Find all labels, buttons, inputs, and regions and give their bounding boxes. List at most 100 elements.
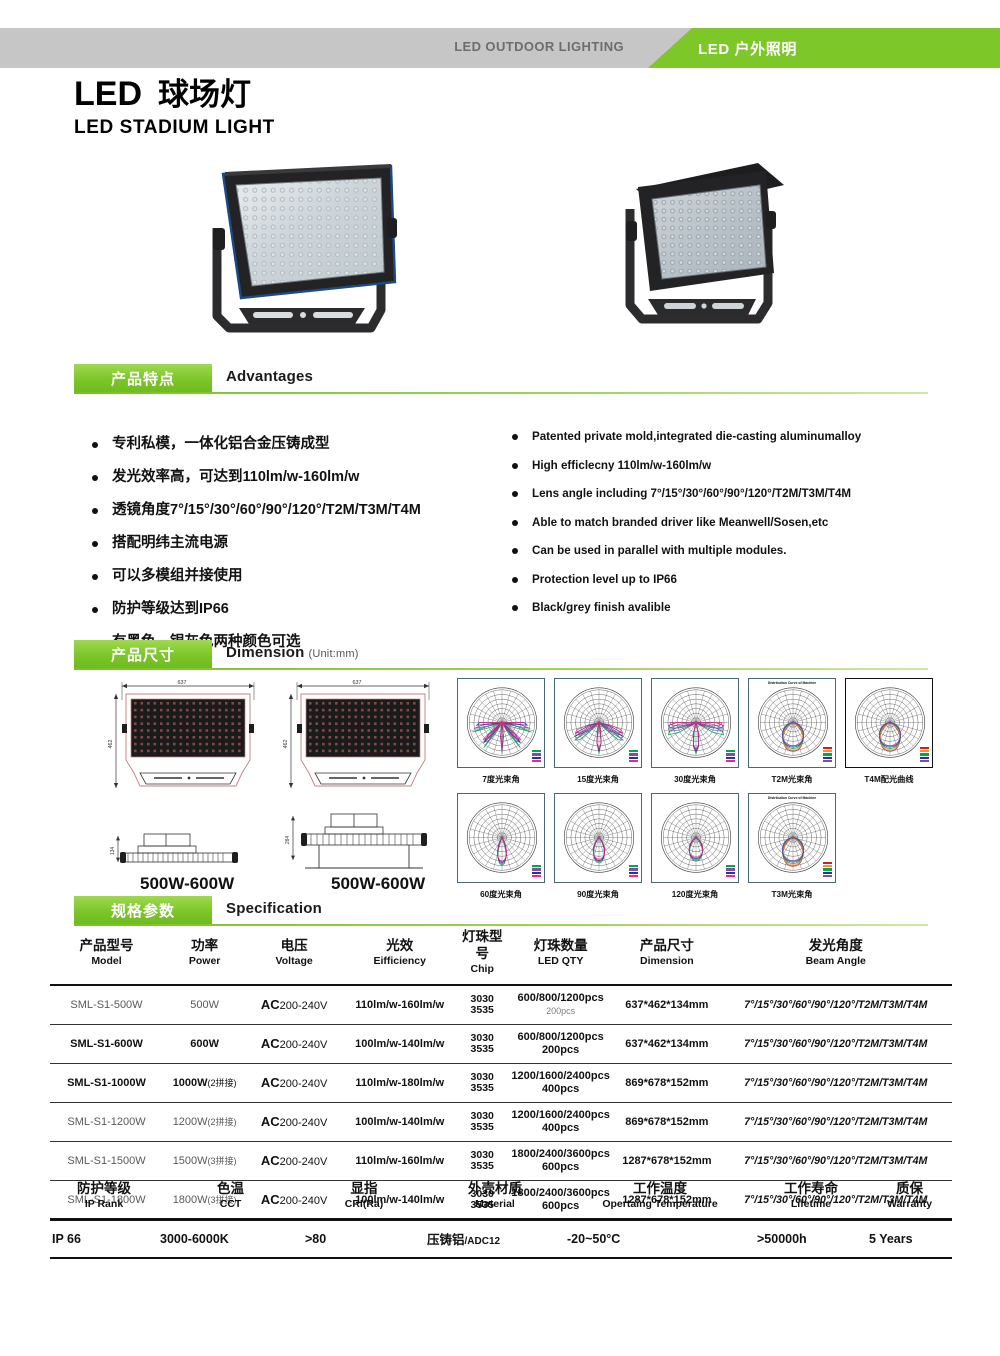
drawing-group-2: 637 462 284 [279, 678, 439, 893]
spec2-header-en: Material [475, 1198, 515, 1210]
cell-material: 压铸铝/ADC12 [427, 1233, 501, 1247]
beam-curve-label: 90度光束角 [577, 890, 619, 899]
spec-header-en: Voltage [275, 954, 313, 967]
spec-header-en: Dimension [640, 954, 694, 967]
advantages-list-chinese: 专利私模，一体化铝合金压铸成型发光效率高，可达到110lm/w-160lm/w 透… [92, 434, 421, 665]
beam-curve-card: 15度光束角 [554, 678, 642, 784]
cell-beam-angle: 7°/15°/30°/60°/90°/120°/T2M/T3M/T4M [744, 1076, 928, 1089]
spec2-header-en: IP Rank [84, 1198, 124, 1210]
cell-dimension: 1287*678*152mm [622, 1154, 712, 1167]
beam-curve-legend [920, 747, 929, 763]
advantage-text: Patented private mold,integrated die-cas… [532, 430, 862, 443]
cell-model: SML-S1-1500W [67, 1154, 146, 1167]
spec2-header-cn: 防护等级 [77, 1181, 131, 1196]
product-photo-angle [625, 163, 784, 324]
advantage-text: 防护等级达到IP66 [112, 601, 229, 617]
beam-curve-card: 90度光束角 [554, 793, 642, 899]
polar-curve-chart [757, 802, 829, 873]
beam-curve-label: 15度光束角 [577, 775, 619, 784]
beam-curve-label: T4M配光曲线 [864, 775, 914, 784]
spec-header-en: Eifficiency [373, 954, 426, 967]
cell-beam-angle: 7°/15°/30°/60°/90°/120°/T2M/T3M/T4M [744, 998, 928, 1011]
drawing-caption-1: 500W-600W [140, 874, 235, 893]
advantage-item: Protection level up to IP66 [512, 571, 861, 588]
advantages-list-english: Patented private mold,integrated die-cas… [512, 428, 861, 628]
spec-header-en: Model [91, 954, 122, 967]
spec2-header-cn: 工作温度 [633, 1181, 687, 1196]
dimension-label-text: Dimension [226, 644, 305, 661]
beam-curve-legend [823, 747, 832, 763]
advantage-item: Able to match branded driver like Meanwe… [512, 514, 861, 531]
bullet-icon [512, 434, 518, 440]
advantages-tab-label: 产品特点 [110, 370, 175, 388]
bullet-icon [512, 605, 518, 611]
cell-voltage: AC200-240V [260, 1035, 328, 1051]
cell-beam-angle: 7°/15°/30°/60°/90°/120°/T2M/T3M/T4M [744, 1115, 928, 1128]
beam-curve-frame: Distribution Curve of Machine [748, 793, 836, 883]
beam-curve-legend [629, 865, 638, 878]
advantage-text: High efficlecny 110lm/w-160lm/w [532, 458, 712, 472]
drawing-side-2: 284 [285, 813, 427, 869]
bullet-icon [92, 574, 98, 580]
drawing-side-1: 134 [110, 833, 238, 863]
top-banner: LED OUTDOOR LIGHTING LED 户外照明 [0, 28, 1000, 68]
title-chinese: 球场灯 [158, 77, 251, 112]
beam-curve-legend [823, 862, 832, 878]
cell-power: 1000W(2拼接) [172, 1076, 237, 1089]
polar-curve-chart [563, 802, 635, 873]
banner-chinese-label: LED 户外照明 [698, 41, 797, 58]
beam-curve-title: Distribution Curve of Machine [767, 681, 817, 685]
polar-curve-chart [854, 687, 926, 758]
title-english: LED STADIUM LIGHT [74, 117, 275, 138]
cell-power: 600W [190, 1037, 219, 1050]
cell-model: SML-S1-1200W [67, 1115, 146, 1128]
cell-beam-angle: 7°/15°/30°/60°/90°/120°/T2M/T3M/T4M [744, 1037, 928, 1050]
beam-curve-card: 7度光束角 [457, 678, 545, 784]
beam-curve-card: 30度光束角 [651, 678, 739, 784]
spec-header-en: LED QTY [537, 954, 584, 967]
cell-dimension: 637*462*134mm [625, 998, 709, 1011]
advantage-item: 可以多模组并接使用 [92, 566, 421, 587]
drawing-group-1: 637 462 [104, 678, 264, 893]
specification-tab-label: 规格参数 [110, 902, 175, 920]
advantages-english-label: Advantages [226, 368, 314, 385]
spec2-header-en: CCT [219, 1198, 242, 1210]
advantage-item: 发光效率高，可达到110lm/w-160lm/w [92, 467, 421, 488]
spec-header-en: Beam Angle [805, 954, 866, 967]
cell-ip-rank: IP 66 [52, 1231, 81, 1246]
spec2-header-cn: 质保 [896, 1181, 923, 1196]
cell-power: 1200W(2拼接) [172, 1115, 237, 1128]
advantage-text: 透镜角度7°/15°/30°/60°/90°/120°/T2M/T3M/T4M [112, 502, 421, 518]
beam-curve-legend [532, 865, 541, 878]
cell-power: 1800W(3拼接) [172, 1193, 237, 1206]
bullet-icon [92, 541, 98, 547]
beam-curve-frame [457, 793, 545, 883]
section-specification-header: 规格参数 Specification [74, 896, 928, 926]
bullet-icon [92, 442, 98, 448]
cell-dimension: 1287*678*152mm [622, 1193, 712, 1206]
bullet-icon [92, 607, 98, 613]
beam-curve-label: 30度光束角 [674, 775, 716, 784]
advantage-item: 专利私模，一体化铝合金压铸成型 [92, 434, 421, 455]
cell-power: 500W [190, 998, 219, 1011]
